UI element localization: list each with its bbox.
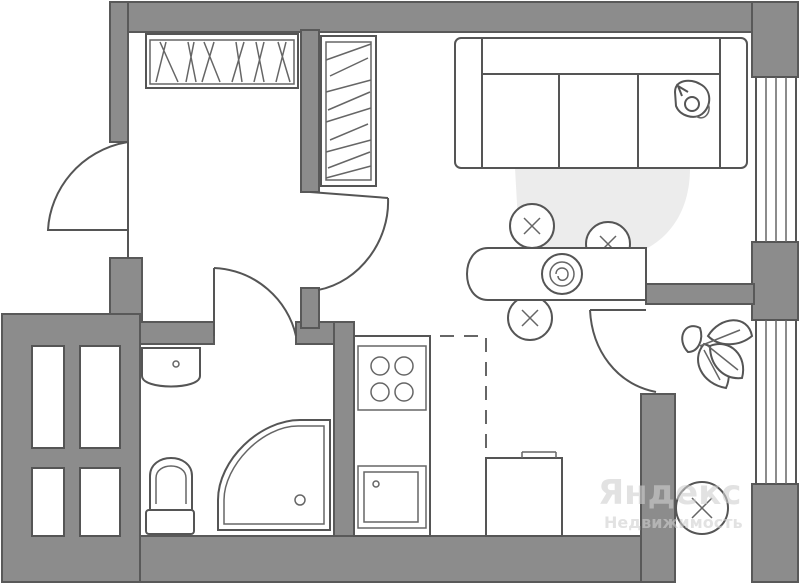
balcony-storage-icon xyxy=(31,345,121,537)
armchair-icon xyxy=(675,481,729,535)
window-icon xyxy=(755,76,797,485)
kitchen-boundary xyxy=(440,335,487,460)
door-swing-icon xyxy=(46,141,657,393)
fridge-icon xyxy=(485,451,563,537)
bar-table-icon xyxy=(466,247,647,301)
stove-icon xyxy=(357,345,427,411)
cat-icon xyxy=(673,79,711,119)
floor-shading xyxy=(515,168,690,258)
shower-cabin-icon xyxy=(217,419,331,531)
toilet-icon xyxy=(145,457,195,535)
plant-icon xyxy=(681,319,754,390)
watermark-main: Яндекс xyxy=(598,473,741,513)
watermark-sub: Недвижимость xyxy=(604,513,743,532)
kitchen-sink-icon xyxy=(357,465,427,529)
sofa-icon xyxy=(454,37,748,169)
wardrobe-icon xyxy=(145,33,299,89)
bathroom-sink-icon xyxy=(141,347,201,388)
watermark: Яндекс Недвижимость xyxy=(598,473,743,532)
bookshelf-icon xyxy=(320,35,377,187)
